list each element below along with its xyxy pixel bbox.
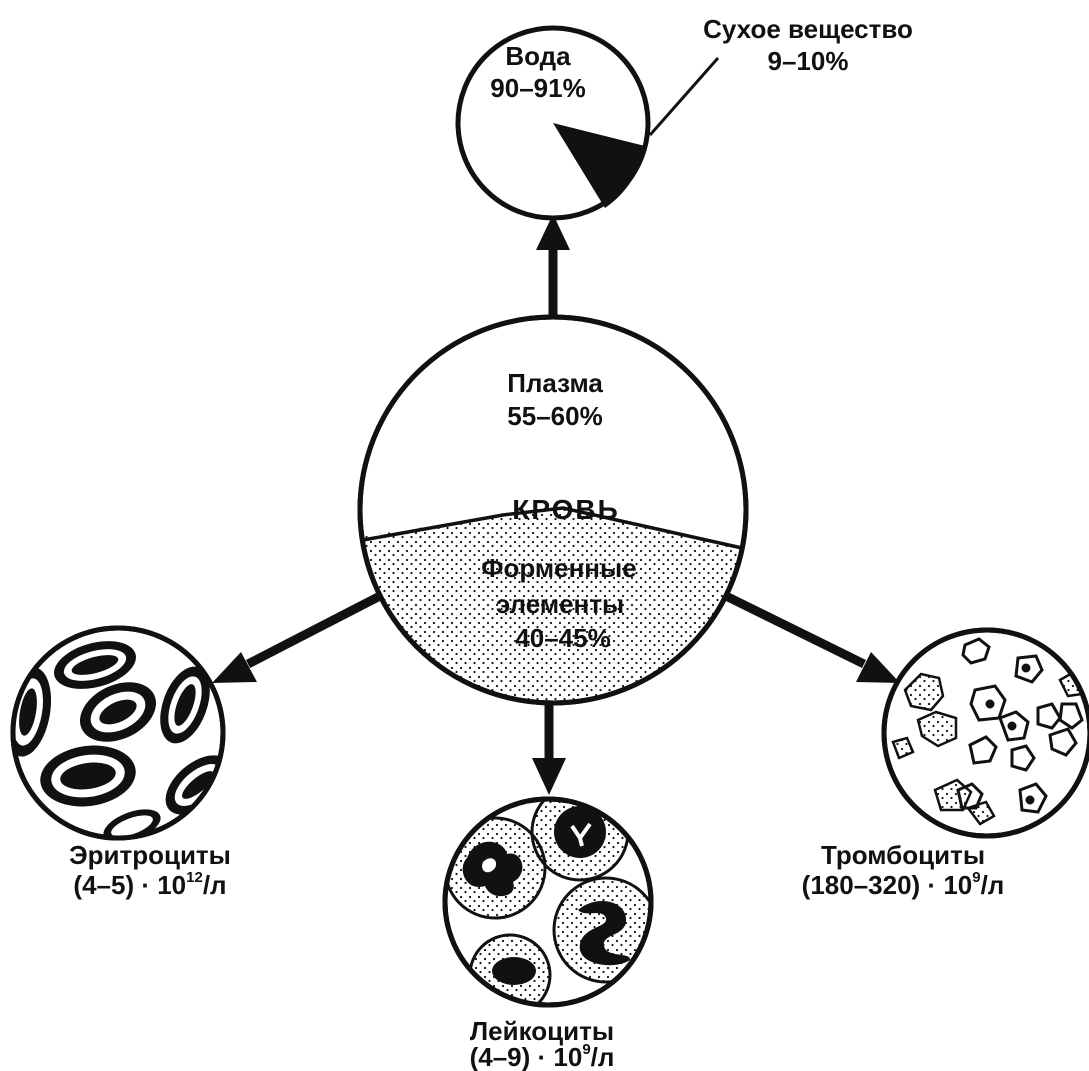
- plasma-composition-circle: Вода 90–91%: [458, 28, 718, 218]
- arrow-to-water-circle: [536, 214, 570, 318]
- erythrocytes-label: Эритроциты: [69, 840, 231, 870]
- water-value: 90–91%: [490, 73, 585, 103]
- leukocytes-count: (4–9) · 109/л: [470, 1041, 615, 1071]
- formed-elements-label-line2: элементы: [496, 589, 624, 619]
- formed-elements-label-line1: Форменные: [481, 553, 636, 583]
- water-label: Вода: [505, 41, 571, 71]
- formed-elements-value: 40–45%: [515, 623, 610, 653]
- thrombocytes-count: (180–320) · 109/л: [802, 869, 1005, 900]
- arrow-to-thrombocytes: [728, 597, 900, 683]
- plasma-value: 55–60%: [507, 401, 602, 431]
- erythrocytes-circle: [0, 628, 241, 849]
- blood-title: КРОВЬ: [512, 494, 620, 525]
- dry-matter-label: Сухое вещество: [703, 14, 913, 44]
- blood-circle: Плазма 55–60% КРОВЬ Форменные элементы 4…: [340, 317, 760, 720]
- arrow-to-leukocytes: [532, 700, 566, 795]
- plasma-label: Плазма: [507, 368, 603, 398]
- dry-matter-pointer-line: [650, 58, 718, 135]
- thrombocytes-label: Тромбоциты: [821, 840, 985, 870]
- thrombocytes-circle: [884, 630, 1089, 836]
- leukocytes-circle: [445, 784, 658, 1015]
- dry-matter-value: 9–10%: [768, 46, 849, 76]
- arrow-to-erythrocytes: [212, 597, 378, 683]
- erythrocytes-count: (4–5) · 1012/л: [73, 869, 226, 900]
